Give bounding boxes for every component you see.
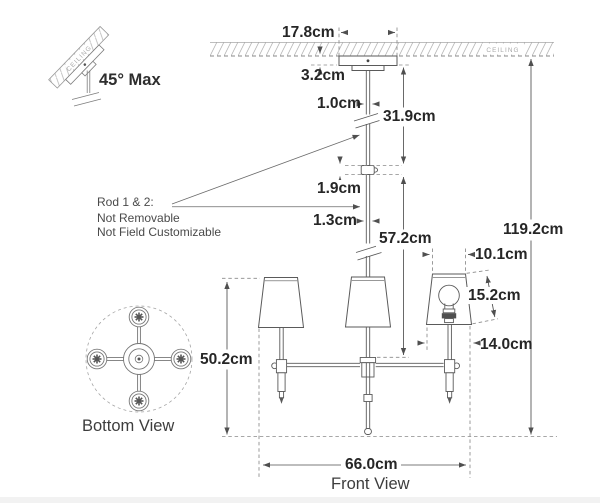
rod-1: [353, 70, 380, 166]
dim-rod1-length: 31.9cm: [380, 108, 439, 125]
candle-right-finial: [447, 397, 452, 404]
dim-overall-height: 119.2cm: [500, 221, 567, 238]
center-finial: [364, 428, 372, 435]
canopy: [338, 55, 398, 71]
ceiling-band: CEILING: [210, 42, 554, 57]
dim-coupler-length: 1.9cm: [314, 180, 364, 197]
dim-rod1-diameter: 1.0cm: [317, 95, 361, 112]
dim-width-lines: [258, 326, 471, 478]
dim-canopy-height-lines: [311, 46, 337, 75]
tilt-indicator: CEILING: [48, 25, 110, 107]
tilt-max-label: 45° Max: [99, 71, 161, 89]
dim-canopy-height: 3.2cm: [301, 67, 345, 84]
tilt-break-mark: [73, 98, 102, 107]
shade-right: [425, 273, 473, 325]
page-edge: [0, 497, 600, 503]
bottom-view-socket-bottom: [128, 390, 150, 412]
tilt-canopy-dot: [83, 63, 87, 66]
rod-coupler: [360, 165, 379, 175]
candle-left: [271, 327, 288, 404]
shade-left: [257, 277, 305, 328]
dim-shade-bottom-diameter: 14.0cm: [480, 336, 533, 353]
dimension-lines: [222, 27, 557, 478]
candle-right: [444, 324, 460, 404]
rod-note-line3: Not Field Customizable: [97, 225, 222, 239]
ceiling-label: CEILING: [486, 47, 519, 54]
canopy-dot: [366, 59, 370, 63]
dim-shade-top-diameter: 10.1cm: [475, 246, 528, 263]
dim-shade-height-lines: [466, 269, 499, 325]
dim-rod2-diameter: 1.3cm: [313, 212, 357, 229]
bottom-view-socket-right: [170, 348, 192, 370]
dim-body-height-lines: [222, 277, 260, 435]
dim-coupler-lines: [337, 156, 402, 184]
rod-2: [355, 174, 382, 358]
rod-note-line2: Not Removable: [97, 211, 180, 225]
bulb-socket: [441, 313, 457, 319]
bottom-view-label: Bottom View: [82, 417, 175, 435]
dim-rod1-length-lines: [399, 64, 411, 164]
center-stem: [363, 377, 373, 435]
bottom-view-socket-top: [128, 306, 150, 328]
bulb: [438, 284, 460, 324]
dim-rod2-length: 57.2cm: [376, 230, 435, 247]
dim-fixture-width: 66.0cm: [342, 456, 401, 473]
bottom-view: [85, 305, 193, 413]
rod2-break-mark: [357, 252, 382, 261]
rod-note: Rod 1 & 2: Not Removable Not Field Custo…: [97, 195, 221, 239]
dim-canopy-width-lines: [338, 27, 398, 56]
rod1-break-mark: [355, 120, 380, 129]
front-view-label: Front View: [331, 475, 410, 493]
candle-left-finial: [279, 397, 284, 404]
bottom-view-socket-left: [86, 348, 108, 370]
arms: [286, 362, 444, 368]
dim-shade-top-lines: [422, 248, 475, 271]
center-hub: [359, 357, 377, 378]
shade-center: [344, 276, 392, 328]
shade-dim-lines: [417, 248, 499, 351]
rod-note-line1: Rod 1 & 2:: [97, 195, 154, 209]
dim-canopy-width: 17.8cm: [282, 24, 335, 41]
bottom-view-outline: [85, 305, 193, 413]
bottom-view-arms: [106, 326, 172, 392]
dim-shade-bottom-lines: [417, 327, 481, 351]
rod1-break-mark: [353, 113, 379, 122]
tilt-break-mark: [71, 92, 100, 100]
dim-body-height: 50.2cm: [197, 351, 256, 368]
rod-note-leaders: [171, 134, 360, 210]
dim-shade-height: 15.2cm: [465, 287, 524, 304]
bottom-view-hub: [123, 343, 155, 375]
dim-rod2-length-lines: [377, 177, 409, 358]
